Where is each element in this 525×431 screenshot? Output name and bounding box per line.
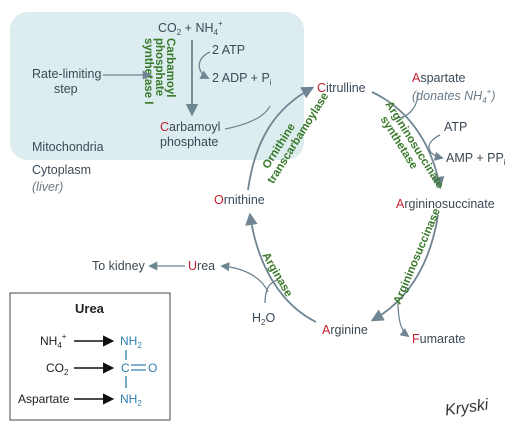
mitochondria-region bbox=[10, 12, 304, 160]
arc-ornithine-citrulline bbox=[247, 86, 315, 191]
atp-input: 2 ATP bbox=[212, 43, 245, 57]
atp-adp-curve bbox=[198, 51, 211, 79]
water-input-arrow bbox=[264, 279, 279, 304]
carbamoyl-phosphate-line2: phosphate bbox=[160, 135, 218, 149]
artist-signature: Kryski bbox=[444, 396, 490, 419]
urea-carbon: C bbox=[121, 361, 130, 375]
enzyme-argininosuccinase: Argininosuccinase bbox=[392, 207, 443, 306]
rate-limiting-label: Rate-limiting bbox=[32, 67, 102, 81]
co2-nh4-substrates: CO2 + NH4+ bbox=[158, 19, 223, 37]
argininosuccinate: Argininosuccinate bbox=[396, 197, 495, 211]
adp-output: 2 ADP + Pi bbox=[212, 71, 272, 87]
mitochondria-label: Mitochondria bbox=[32, 140, 104, 154]
legend-nh4: NH4+ bbox=[40, 332, 67, 350]
aspartate-donates-note: (donates NH4+) bbox=[412, 87, 495, 105]
cytoplasm-label: Cytoplasm bbox=[32, 163, 91, 177]
enzyme-arginase: Arginase bbox=[259, 251, 294, 300]
urea-structure-title: Urea bbox=[75, 301, 105, 316]
urea-nh2-top: NH2 bbox=[120, 334, 142, 350]
ornithine: Ornithine bbox=[214, 193, 265, 207]
water-input: H2O bbox=[252, 311, 275, 327]
arc-citrulline-argininosuccinate bbox=[371, 91, 445, 190]
aspartate: Aspartate bbox=[412, 71, 466, 85]
carbamoyl-phosphate: Carbamoyl bbox=[160, 120, 220, 134]
atp-amp-curve bbox=[428, 134, 444, 161]
arc-argininosuccinate-arginine bbox=[370, 214, 439, 322]
liver-label: (liver) bbox=[32, 180, 63, 194]
carbamoyl-to-cycle-arrow bbox=[224, 105, 271, 130]
atp-cycle-input: ATP bbox=[444, 120, 467, 134]
urea-release-arrow bbox=[220, 262, 269, 293]
enzyme-cps1: Carbamoyl phosphate synthetase I bbox=[142, 38, 176, 104]
to-kidney-label: To kidney bbox=[92, 259, 146, 273]
legend-co2: CO2 bbox=[46, 361, 69, 377]
urea-nh2-bottom: NH2 bbox=[120, 392, 142, 408]
citrulline: Citrulline bbox=[317, 81, 366, 95]
fumarate-output-arrow bbox=[397, 299, 410, 338]
aspartate-input-arrow bbox=[397, 91, 419, 119]
rate-limiting-label-line2: step bbox=[54, 82, 78, 96]
urea-oxygen: O bbox=[148, 361, 157, 375]
fumarate: Fumarate bbox=[412, 332, 466, 346]
amp-ppi-output: AMP + PPi bbox=[446, 151, 506, 167]
enzyme-argininosuccinate-synthetase: Argininosuccinate synthetase bbox=[372, 99, 447, 200]
legend-aspartate: Aspartate bbox=[18, 392, 70, 406]
arc-arginine-ornithine bbox=[245, 212, 317, 323]
urea: Urea bbox=[188, 259, 215, 273]
arginine: Arginine bbox=[322, 323, 368, 337]
